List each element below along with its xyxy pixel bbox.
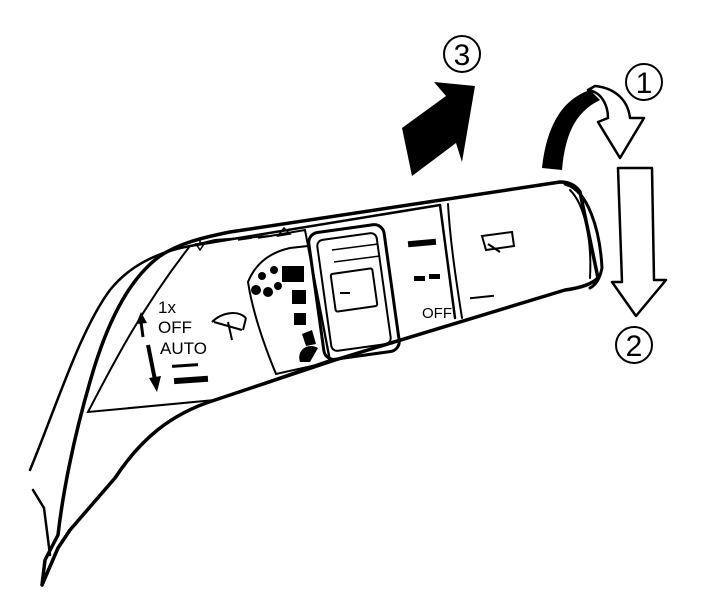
- down-arrow-large-icon: [610, 166, 668, 318]
- rotary-window-outer: [307, 223, 401, 361]
- rear-wiper-icon: [480, 230, 516, 253]
- label-auto: AUTO: [160, 339, 207, 358]
- down-arrow-icon: [146, 344, 161, 392]
- rotary-ring[interactable]: [307, 223, 401, 361]
- rear-mist-line: [469, 294, 495, 300]
- rear-on-bar: [407, 238, 437, 248]
- front-interval-line: [171, 363, 199, 368]
- callout-2-label: 2: [626, 330, 643, 363]
- wiper-icon: [211, 312, 247, 341]
- rotary-window-lines: [331, 243, 381, 263]
- stalk-end-cap: [563, 182, 604, 290]
- arrow-3-push: 3: [402, 35, 481, 176]
- label-front-off: OFF: [158, 318, 192, 337]
- arrow-1-rotate: 1: [542, 63, 663, 170]
- stalk-lower-contour: [31, 488, 52, 557]
- stalk-body: [28, 180, 604, 587]
- sensitivity-strip-outline: [246, 244, 332, 376]
- rain-drop-icon: [251, 266, 318, 362]
- callout-3-label: 3: [454, 39, 471, 72]
- callout-2-circle: [615, 326, 653, 364]
- stalk-outer-shell: [40, 180, 600, 587]
- callout-3-circle: [443, 35, 481, 73]
- sensitivity-level-blocks: [282, 266, 316, 346]
- top-scale-marks: [194, 226, 292, 252]
- rotate-arrow-icon: [542, 90, 600, 170]
- rear-interval-dashes: [414, 274, 440, 281]
- front-continuous-bar: [173, 375, 209, 385]
- label-rear-off: OFF: [422, 305, 452, 322]
- rear-wiper-section: OFF: [407, 230, 516, 322]
- label-1x: 1x: [158, 298, 176, 317]
- rotate-arrow-head: [586, 84, 646, 160]
- sensitivity-strip: [246, 244, 332, 376]
- end-cap-inner: [569, 189, 592, 279]
- callout-1-circle: [625, 63, 663, 101]
- rear-section-divider-inner: [447, 203, 463, 319]
- rotary-window-inner: [329, 267, 379, 313]
- push-arrow-icon: [402, 82, 475, 176]
- front-wiper-panel: 1x OFF AUTO: [86, 228, 332, 414]
- rear-section-divider: [438, 203, 457, 320]
- stalk-upper-contour: [28, 203, 442, 472]
- front-panel-outline: [86, 228, 332, 414]
- arrow-2-down: 2: [610, 166, 668, 364]
- rotary-window-mid: [316, 232, 392, 352]
- callout-1-label: 1: [636, 67, 653, 100]
- up-arrow-icon: [136, 312, 147, 338]
- rotary-position-mark: [340, 292, 350, 294]
